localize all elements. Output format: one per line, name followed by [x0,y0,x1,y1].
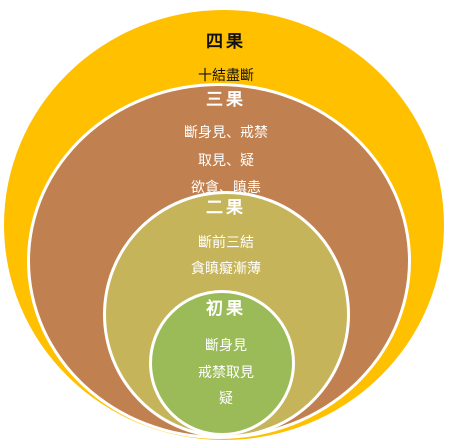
fourth-fruit-line-1: 十結盡斷 [198,68,254,84]
first-fruit-title: 初果 [206,299,246,319]
second-fruit-line-2: 貪瞋癡漸薄 [191,261,261,277]
third-fruit-title: 三果 [206,90,246,110]
first-fruit-circle [149,290,295,436]
third-fruit-line-2: 取見、疑 [198,153,254,169]
first-fruit-line-2: 戒禁取見 [198,365,254,381]
second-fruit-line-1: 斷前三結 [198,235,254,251]
first-fruit-line-1: 斷身見 [205,338,247,354]
first-fruit-line-3: 疑 [219,391,233,407]
third-fruit-line-1: 斷身見、戒禁 [184,125,268,141]
third-fruit-line-3: 欲貪、瞋恚 [191,180,261,196]
fourth-fruit-title: 四果 [206,32,246,52]
second-fruit-title: 二果 [206,198,246,218]
